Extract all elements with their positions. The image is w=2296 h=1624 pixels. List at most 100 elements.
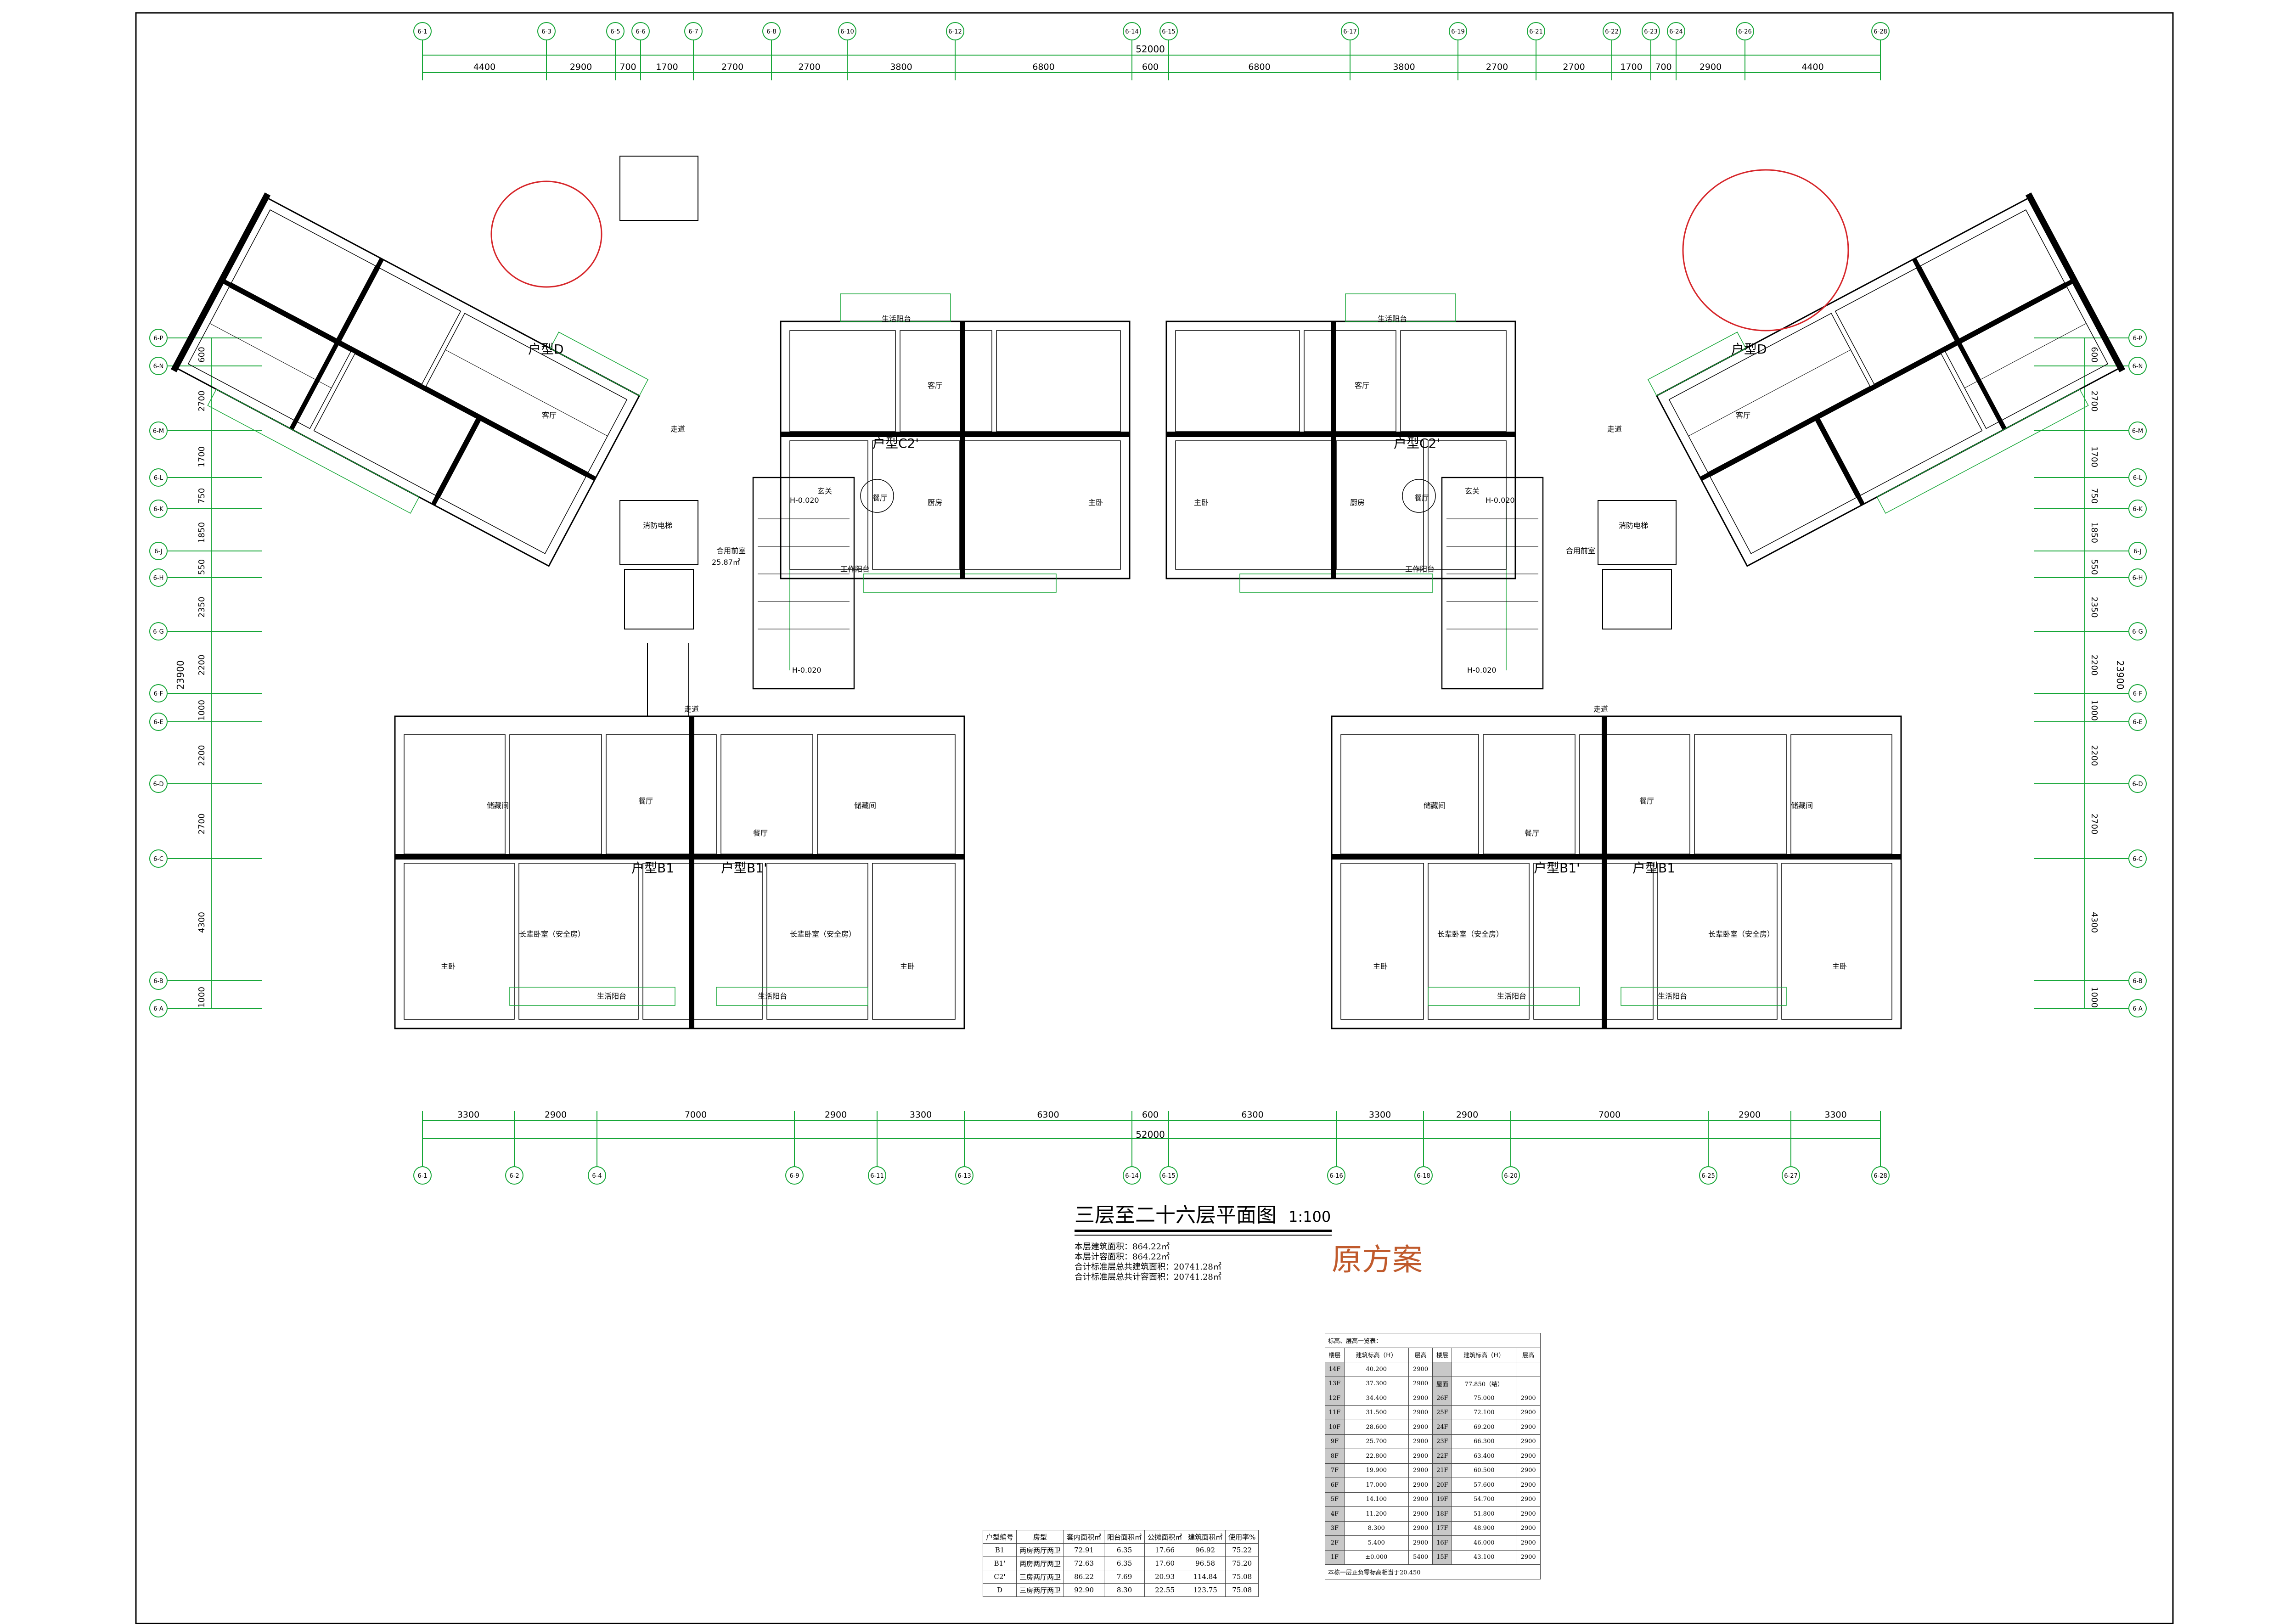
room-label: 客厅 — [542, 411, 557, 420]
floor-table-cell: ±0.000 — [1344, 1550, 1409, 1565]
bottom-dimension: 2900 — [1739, 1110, 1761, 1120]
floor-table-cell: 2900 — [1516, 1550, 1541, 1565]
top-dimension: 2700 — [1486, 62, 1508, 72]
floor-table-cell: 20F — [1432, 1478, 1452, 1493]
area-table-cell: 114.84 — [1185, 1570, 1226, 1584]
right-axis-label: 6-E — [2133, 719, 2142, 726]
top-axis-label: 6-6 — [636, 28, 645, 35]
unit-label: 户型B1' — [1534, 860, 1580, 876]
top-dimension: 2900 — [1699, 62, 1722, 72]
area-table-cell: C2' — [982, 1570, 1017, 1584]
right-axis-label: 6-K — [2133, 506, 2143, 513]
floor-table-cell: 2900 — [1408, 1463, 1433, 1478]
right-axis-label-bubble — [2128, 713, 2147, 731]
room-label: 消防电梯 — [1619, 521, 1648, 530]
floor-table-cell: 77.850（结） — [1452, 1376, 1517, 1391]
floor-table-cell: 14.100 — [1344, 1492, 1409, 1507]
room-label: 餐厅 — [638, 797, 653, 805]
floor-table-cell: 18F — [1432, 1506, 1452, 1522]
area-table-header: 阳台面积㎡ — [1104, 1530, 1145, 1544]
top-axis-label: 6-14 — [1125, 28, 1139, 35]
room-label: 生活阳台 — [882, 315, 911, 323]
area-table-cell: 72.91 — [1064, 1543, 1105, 1557]
right-axis-label-bubble — [2128, 329, 2147, 347]
side-dimension: 2700 — [197, 814, 207, 835]
bottom-axis-label: 6-28 — [1874, 1173, 1887, 1180]
room-label: 客厅 — [928, 381, 942, 390]
unit-label: 户型D — [528, 342, 564, 357]
bottom-axis-label-bubble — [955, 1166, 974, 1185]
left-axis-label-bubble — [149, 713, 168, 731]
floor-table-cell: 2900 — [1516, 1449, 1541, 1464]
right-axis-label-bubble — [2128, 468, 2147, 487]
room-label: H-0.020 — [792, 666, 822, 674]
floor-table-cell: 23F — [1432, 1434, 1452, 1449]
top-axis-label: 6-7 — [688, 28, 698, 35]
floor-table-cell: 2900 — [1516, 1535, 1541, 1551]
floor-table-cell: 2900 — [1408, 1506, 1433, 1522]
top-axis-label-bubble — [1736, 22, 1754, 40]
side-dimension: 2200 — [2089, 745, 2099, 766]
drawing-title-block: 三层至二十六层平面图 1:100 本层建筑面积：864.22㎡ 本层计容面积：8… — [1075, 1198, 1332, 1282]
side-dimension: 2350 — [2089, 597, 2099, 618]
area-table-cell: 75.22 — [1225, 1543, 1259, 1557]
top-axis-label-bubble — [413, 22, 432, 40]
floor-table-cell: 2900 — [1408, 1434, 1433, 1449]
floor-table-cell: 5.400 — [1344, 1535, 1409, 1551]
floor-table-header: 楼层 — [1432, 1347, 1452, 1362]
bottom-dimension: 3300 — [1369, 1110, 1391, 1120]
left-axis-label-bubble — [149, 622, 168, 641]
drawing-title: 三层至二十六层平面图 — [1075, 1203, 1277, 1227]
floor-table-cell: 60.500 — [1452, 1463, 1517, 1478]
room-label: 合用前室 — [1566, 546, 1595, 555]
right-axis-label: 6-F — [2133, 691, 2142, 697]
note-line: 本层计容面积：864.22㎡ — [1075, 1252, 1170, 1262]
top-dimension: 2700 — [798, 62, 820, 72]
room-label: 生活阳台 — [1497, 992, 1526, 1000]
area-table-cell: 75.08 — [1225, 1583, 1259, 1597]
bottom-axis-label: 6-4 — [592, 1173, 602, 1180]
top-axis-label: 6-26 — [1738, 28, 1752, 35]
bottom-axis-label: 6-11 — [870, 1173, 884, 1180]
room-label: 餐厅 — [1414, 494, 1429, 502]
bottom-axis-label-bubble — [1123, 1166, 1141, 1185]
side-dimension: 1000 — [197, 987, 207, 1008]
floor-table-cell: 2900 — [1516, 1420, 1541, 1435]
top-axis-label-bubble — [684, 22, 703, 40]
bottom-axis-label: 6-18 — [1417, 1173, 1430, 1180]
right-axis-label: 6-N — [2133, 363, 2143, 370]
top-axis-label: 6-8 — [766, 28, 776, 35]
right-axis-label-bubble — [2128, 622, 2147, 641]
floor-table-cell: 2900 — [1516, 1478, 1541, 1493]
area-table-header: 使用率% — [1225, 1530, 1259, 1544]
bottom-axis-label: 6-2 — [509, 1173, 519, 1180]
top-axis-label-bubble — [631, 22, 650, 40]
right-axis-label-bubble — [2128, 684, 2147, 702]
room-label: 主卧 — [1088, 498, 1103, 507]
left-axis-label-bubble — [149, 972, 168, 990]
top-dimension: 600 — [1142, 62, 1159, 72]
top-axis-label: 6-5 — [610, 28, 620, 35]
floor-table-cell: 8F — [1325, 1449, 1345, 1464]
room-label: 走道 — [670, 425, 685, 433]
right-axis-label: 6-B — [2133, 978, 2142, 985]
top-axis-label-bubble — [1642, 22, 1660, 40]
floor-table-cell: 28.600 — [1344, 1420, 1409, 1435]
note-line: 合计标准层总共计容面积：20741.28㎡ — [1075, 1272, 1221, 1282]
side-dimension: 4300 — [197, 912, 207, 933]
right-axis-label-bubble — [2128, 542, 2147, 560]
left-axis-label-bubble — [149, 357, 168, 375]
top-axis-label-bubble — [606, 22, 625, 40]
left-axis-label: 6-L — [154, 475, 163, 482]
left-axis-label: 6-G — [153, 629, 164, 635]
bottom-axis-label: 6-27 — [1784, 1173, 1798, 1180]
area-table-cell: 三房两厅两卫 — [1016, 1583, 1064, 1597]
area-table-cell: 72.63 — [1064, 1557, 1105, 1570]
room-label: 餐厅 — [753, 829, 768, 837]
